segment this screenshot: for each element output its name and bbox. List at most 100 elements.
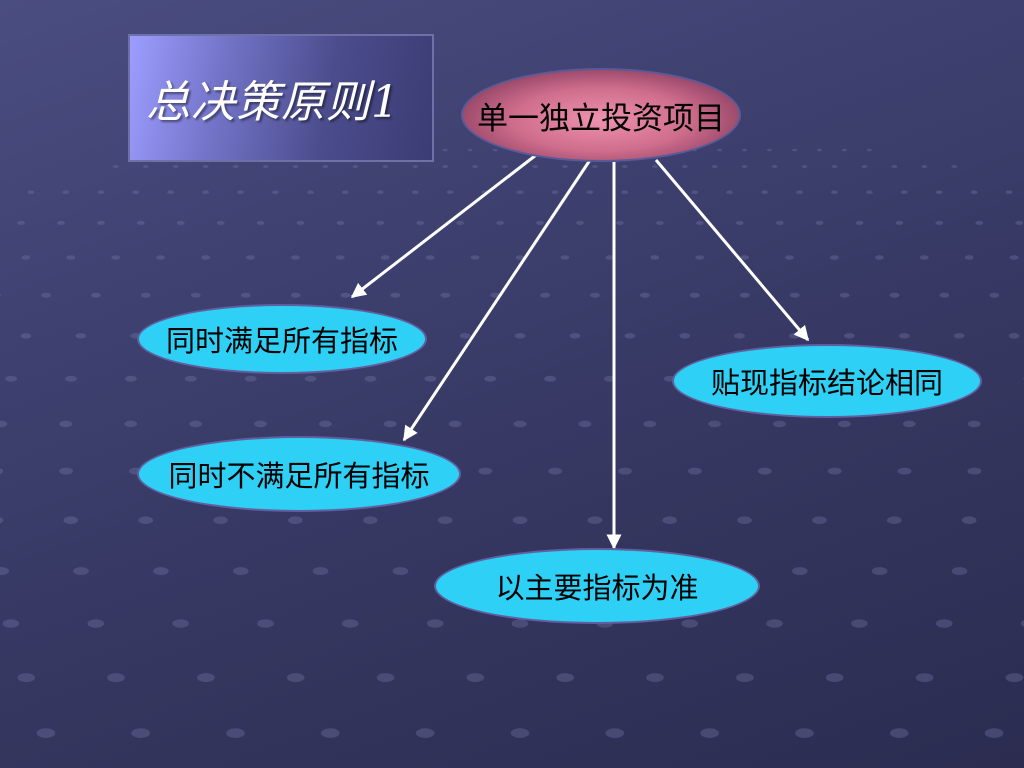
slide-title: 总决策原则1	[146, 77, 400, 128]
background-dot	[795, 728, 814, 738]
background-dot	[202, 165, 209, 168]
background-dot	[556, 673, 574, 683]
background-dot	[202, 190, 210, 194]
background-dot	[679, 333, 691, 339]
background-dot	[1005, 190, 1013, 194]
background-dot	[935, 619, 953, 628]
background-dot	[27, 190, 35, 194]
background-dot	[65, 375, 77, 382]
background-dot	[107, 673, 125, 683]
background-dot	[363, 516, 378, 524]
background-dot	[510, 728, 530, 738]
background-dot	[825, 673, 844, 683]
background-dot	[75, 333, 87, 339]
background-dot	[1005, 673, 1024, 683]
background-dot	[272, 190, 279, 194]
background-dot	[448, 420, 462, 428]
background-dot	[711, 165, 718, 168]
background-dot	[726, 190, 733, 194]
background-dot	[382, 165, 389, 168]
background-dot	[861, 165, 868, 168]
background-dot	[900, 190, 908, 194]
background-dot	[544, 375, 556, 382]
node-discounted-indicators-same: 贴现指标结论相同	[672, 344, 982, 418]
background-dot	[197, 673, 215, 683]
background-dot	[536, 220, 544, 225]
background-dot	[201, 255, 211, 260]
background-dot	[244, 375, 257, 382]
background-dot	[740, 255, 749, 260]
background-dot	[437, 516, 453, 524]
background-dot	[392, 567, 409, 576]
background-dot	[442, 148, 448, 152]
background-dot	[167, 190, 175, 194]
background-dot	[812, 516, 827, 524]
background-dot	[21, 255, 31, 260]
background-dot	[216, 220, 225, 225]
background-dot	[742, 148, 747, 152]
background-dot	[935, 220, 944, 225]
background-dot	[785, 255, 794, 260]
background-dot	[587, 516, 603, 524]
background-dot	[232, 165, 239, 168]
background-dot	[138, 516, 153, 524]
background-dot	[304, 375, 317, 382]
node-no-indicators-met: 同时不满足所有指标	[137, 436, 461, 512]
background-dot	[761, 190, 768, 194]
background-dot	[312, 567, 329, 576]
background-dot	[866, 190, 873, 194]
background-dot	[322, 165, 329, 168]
background-dot	[292, 165, 299, 168]
background-dot	[717, 148, 722, 152]
background-dot	[153, 567, 169, 576]
background-dot	[640, 292, 650, 298]
background-dot	[618, 467, 632, 475]
background-dot	[172, 165, 179, 168]
background-dot	[190, 292, 201, 298]
background-dot	[562, 165, 568, 168]
background-dot	[341, 190, 349, 194]
background-dot	[131, 728, 150, 738]
background-dot	[741, 165, 748, 168]
background-dot	[156, 255, 166, 260]
background-dot	[605, 255, 615, 260]
background-dot	[695, 255, 705, 260]
background-dot	[390, 292, 401, 298]
background-dot	[73, 567, 89, 576]
background-dot	[132, 190, 140, 194]
background-dot	[989, 292, 1000, 298]
background-dot	[467, 148, 473, 152]
background-dot	[478, 467, 493, 475]
background-dot	[176, 220, 185, 225]
background-dot	[650, 255, 660, 260]
background-dot	[17, 220, 25, 225]
background-dot	[842, 148, 847, 152]
background-dot	[827, 467, 842, 475]
background-dot	[426, 619, 444, 628]
background-dot	[970, 190, 978, 194]
background-dot	[569, 333, 581, 339]
background-dot	[0, 420, 8, 428]
background-dot	[0, 468, 4, 475]
background-dot	[656, 190, 664, 194]
background-dot	[560, 255, 570, 260]
background-dot	[851, 619, 868, 628]
background-dot	[516, 190, 524, 194]
background-dot	[380, 255, 390, 260]
background-dot	[961, 516, 977, 524]
background-dot	[515, 255, 525, 260]
background-dot	[364, 375, 377, 382]
background-dot	[735, 220, 744, 225]
background-dot	[890, 728, 909, 738]
background-dot	[124, 375, 137, 382]
background-dot	[964, 255, 974, 260]
background-dot	[0, 567, 9, 576]
background-dot	[41, 292, 51, 298]
background-dot	[172, 619, 189, 628]
background-dot	[237, 190, 244, 194]
background-dot	[213, 516, 228, 524]
background-dot	[898, 333, 910, 339]
background-dot	[496, 220, 505, 225]
background-dot	[246, 255, 255, 260]
